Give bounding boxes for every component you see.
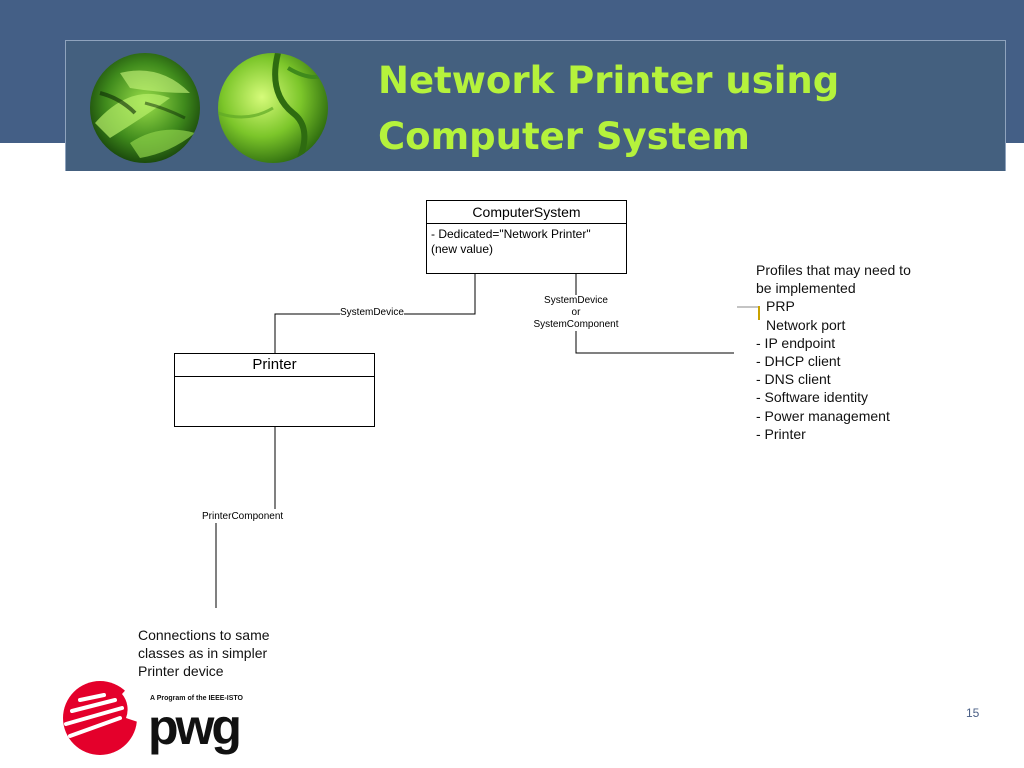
profile-item: - IP endpoint <box>756 334 836 351</box>
profiles-heading-line: be implemented <box>756 280 856 297</box>
profiles-note: Profiles that may need to be implemented… <box>756 261 986 443</box>
profiles-heading: Profiles that may need to be implemented <box>756 261 986 297</box>
pwg-logo-wordmark: pwg <box>148 699 239 755</box>
pwg-logo: A Program of the IEEE-ISTO pwg <box>63 681 244 755</box>
system-device-or-component-label: SystemDevice or SystemComponent <box>528 295 624 331</box>
computer-system-attributes: - Dedicated="Network Printer" (new value… <box>427 224 626 260</box>
computer-system-attribute: - Dedicated="Network Printer" <box>431 227 591 241</box>
profile-item: Network port <box>766 316 846 333</box>
profile-item: - Printer <box>756 425 806 442</box>
profile-item: - DHCP client <box>756 353 841 370</box>
assoc-label-line: or <box>571 307 581 318</box>
computer-system-attribute-note: (new value) <box>431 242 494 256</box>
profile-item: PRP <box>766 298 795 315</box>
printer-class-name: Printer <box>175 354 374 377</box>
computer-system-class-name: ComputerSystem <box>427 201 626 224</box>
connections-note-line: Printer device <box>138 663 224 679</box>
connections-note-line: classes as in simpler <box>138 645 268 661</box>
slide-title-line-2: Computer System <box>378 115 750 158</box>
profiles-heading-line: Profiles that may need to <box>756 262 911 278</box>
assoc-label-line: SystemDevice <box>544 295 608 306</box>
profiles-bracket-marker <box>758 306 760 320</box>
connections-note: Connections to same classes as in simple… <box>138 626 328 680</box>
slide-title: Network Printer using Computer System <box>378 53 978 165</box>
assoc-label-line: SystemComponent <box>533 319 619 330</box>
printer-class: Printer <box>174 353 375 427</box>
printer-component-label: PrinterComponent <box>202 511 284 523</box>
profiles-list: PRP Network port - IP endpoint - DHCP cl… <box>756 297 986 443</box>
connections-note-line: Connections to same <box>138 627 270 643</box>
profile-item: - Power management <box>756 407 890 424</box>
profile-item: - Software identity <box>756 389 869 406</box>
pwg-logo-swoosh <box>64 693 124 738</box>
profile-item: - DNS client <box>756 371 831 388</box>
pwg-logo-tagline: A Program of the IEEE-ISTO <box>150 695 244 702</box>
system-device-label: SystemDevice <box>340 307 404 319</box>
page-number: 15 <box>966 706 980 720</box>
computer-system-class: ComputerSystem - Dedicated="Network Prin… <box>426 200 627 274</box>
leaf-photo-left <box>90 53 200 163</box>
slide-title-line-1: Network Printer using <box>378 59 840 102</box>
leaf-photo-right <box>218 53 328 163</box>
